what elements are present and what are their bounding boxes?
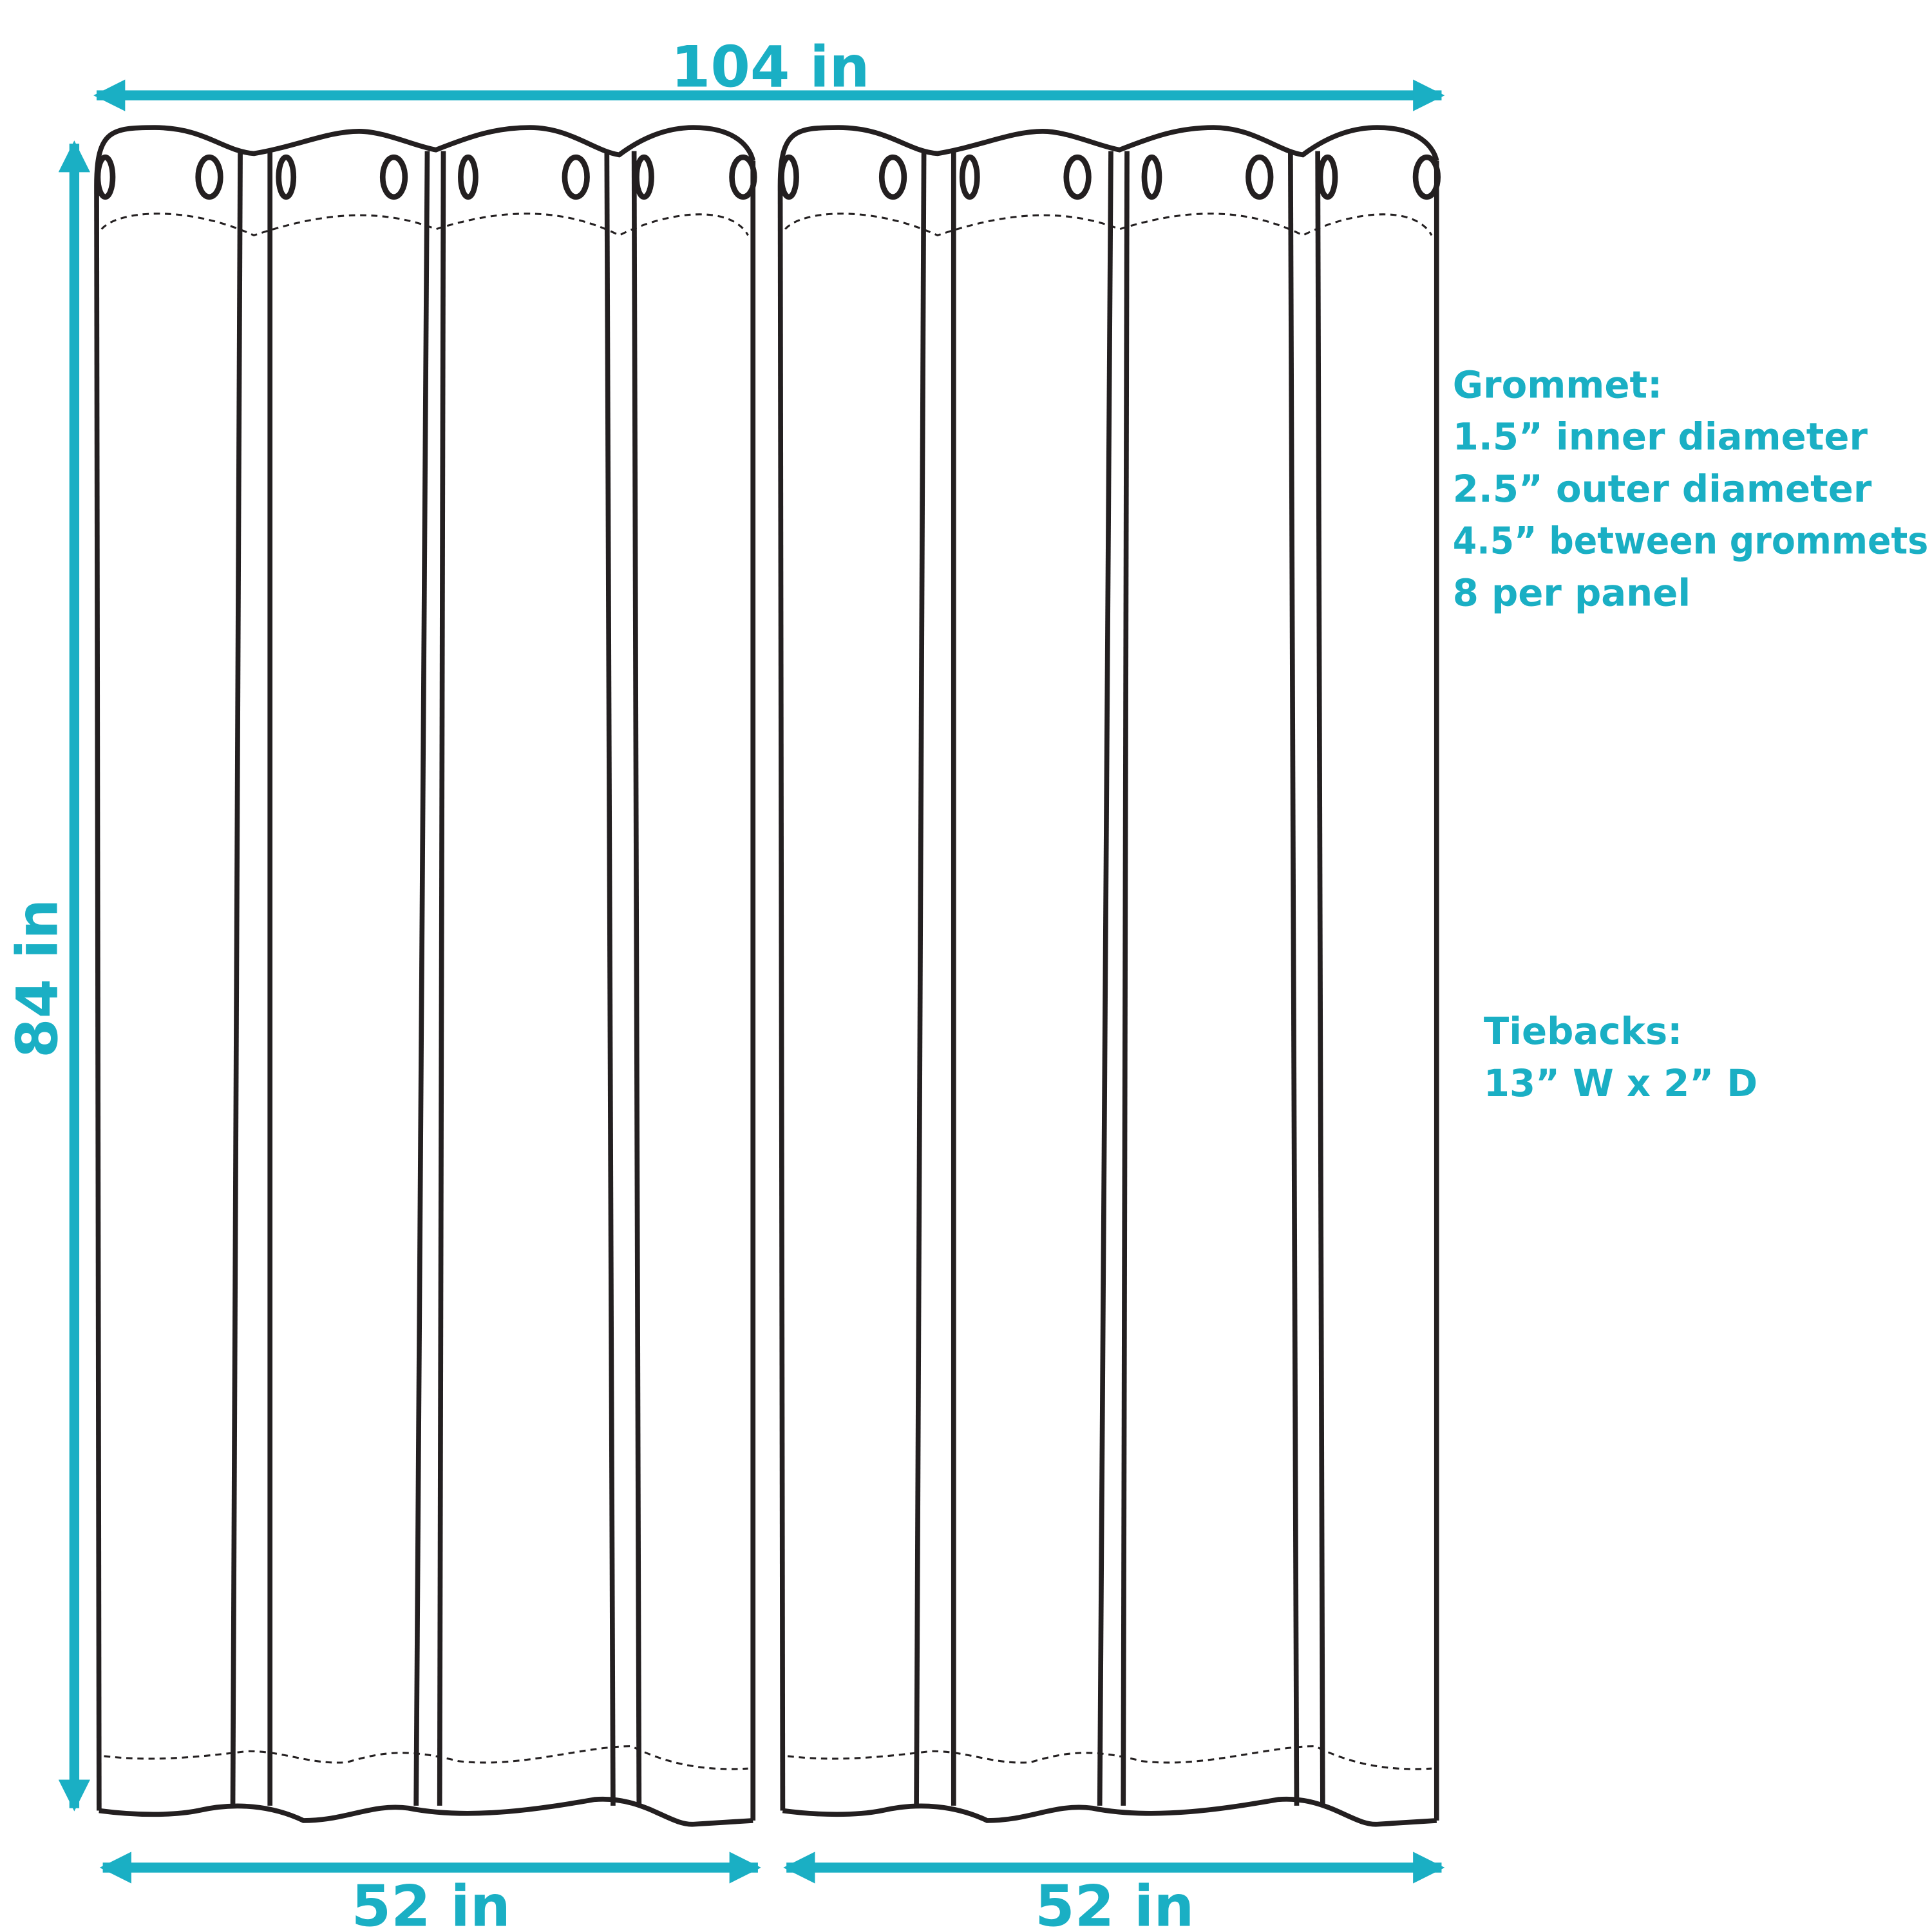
- grommet-icon: [729, 154, 757, 200]
- total-width-label: 104 in: [671, 34, 870, 100]
- pleat-fold-line: [1121, 151, 1130, 1806]
- grommet-icon: [458, 154, 478, 200]
- grommet-icon: [1245, 154, 1274, 200]
- grommet-spec-title: Grommet:: [1453, 363, 1662, 406]
- grommet-spec-line: 4.5” between grommets: [1453, 519, 1928, 563]
- grommet-spec-line: 1.5” inner diameter: [1453, 415, 1868, 459]
- pleat-fold-line: [914, 151, 927, 1806]
- grommet-icon: [634, 154, 654, 200]
- panel-top-edge: [777, 125, 1439, 186]
- grommet-icon: [779, 154, 799, 200]
- pleat-fold-line: [631, 151, 642, 1806]
- pleat-fold-line: [413, 151, 430, 1806]
- grommet-icon: [878, 154, 907, 200]
- pleat-fold-line: [1315, 151, 1325, 1806]
- grommet-icon: [1412, 154, 1441, 200]
- tieback-spec: Tiebacks: 13” W x 2” D: [1484, 1009, 1757, 1105]
- pleat-fold-line: [1097, 151, 1113, 1806]
- grommet-icon: [1141, 154, 1162, 200]
- height-label: 84 in: [4, 899, 70, 1058]
- pleat-fold-line: [1288, 151, 1300, 1806]
- grommet-icon: [379, 154, 408, 200]
- panel-bottom-edge: [782, 1796, 1437, 1827]
- grommet-icon: [195, 154, 223, 200]
- panel-left-edge: [777, 185, 786, 1811]
- grommet-icon: [562, 154, 590, 200]
- grommet-icon: [95, 154, 116, 200]
- grommet-spec: Grommet: 1.5” inner diameter 2.5” outer …: [1453, 363, 1928, 614]
- tieback-spec-title: Tiebacks:: [1484, 1009, 1682, 1053]
- grommet-icon: [1317, 154, 1338, 200]
- panel-width-label-left: 52 in: [352, 1873, 511, 1932]
- grommet-spec-line: 2.5” outer diameter: [1453, 467, 1872, 511]
- pleat-fold-line: [230, 151, 243, 1806]
- curtain-panels: [94, 125, 1441, 1827]
- grommet-spec-line: 8 per panel: [1453, 571, 1690, 614]
- pleat-fold-line: [437, 151, 446, 1806]
- panel-bottom-edge: [99, 1796, 753, 1827]
- grommet-icon: [1063, 154, 1092, 200]
- panel-left-edge: [94, 185, 102, 1811]
- grommet-icon: [959, 154, 980, 200]
- bottom-hem-stitching: [104, 1745, 748, 1770]
- panel-top-edge: [94, 125, 756, 186]
- bottom-hem-stitching: [787, 1745, 1432, 1770]
- grommet-icon: [276, 154, 297, 200]
- panel-width-label-right: 52 in: [1035, 1873, 1194, 1932]
- tieback-spec-line: 13” W x 2” D: [1484, 1061, 1757, 1105]
- pleat-fold-line: [604, 151, 616, 1806]
